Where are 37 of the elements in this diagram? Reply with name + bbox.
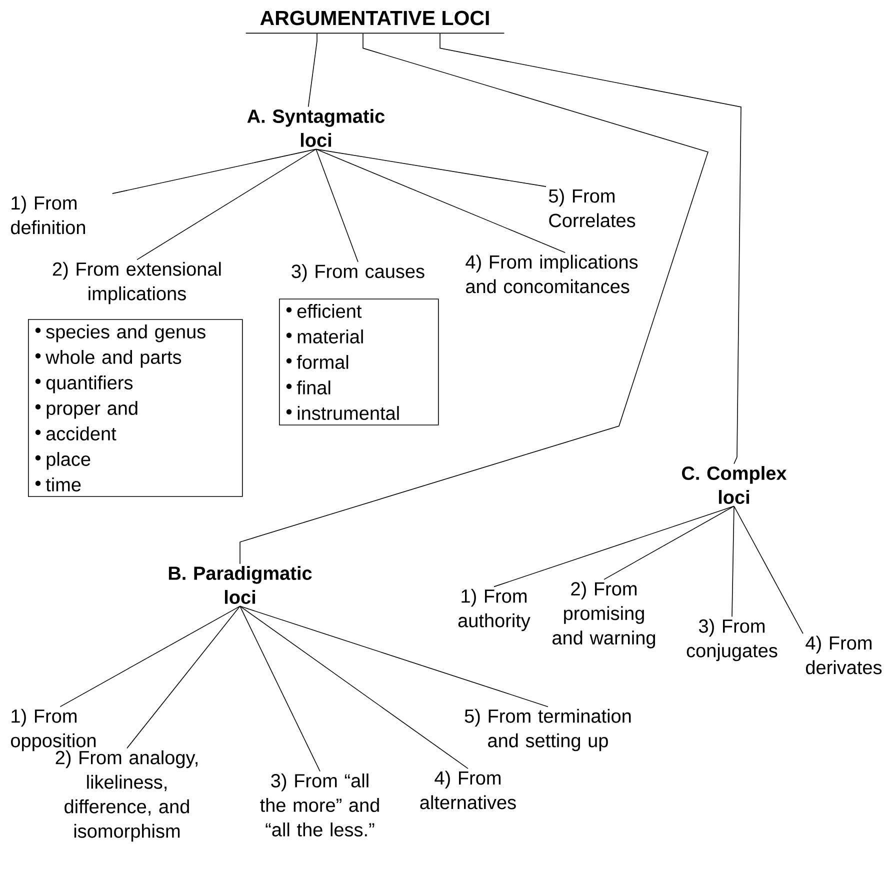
tree-line [126, 606, 240, 749]
title-text: ARGUMENTATIVE LOCI [245, 10, 505, 34]
tree-line [316, 148, 566, 253]
tree-line [240, 606, 320, 772]
tree-line [316, 148, 546, 187]
tree-line [316, 148, 358, 262]
locus-label: 2) From extensional implications [52, 262, 221, 304]
tree-line [240, 606, 468, 769]
locus-label: 1) From authority [458, 588, 530, 632]
locus-label: 4) From implications and concomitances [466, 254, 638, 294]
tree-line [240, 32, 709, 564]
tree-line [60, 606, 240, 708]
locus-label: 5) From Correlates [548, 188, 636, 228]
tree-line [440, 32, 742, 464]
tree-line [136, 148, 316, 260]
locus-label: 4) From alternatives [420, 770, 516, 810]
tree-line [494, 506, 734, 588]
tree-line [734, 506, 804, 634]
category-heading: C. Complex loci [682, 466, 787, 504]
locus-label: 1) From definition [11, 196, 85, 234]
bullet-list-box: efficient material formal final instrumental [279, 298, 439, 426]
locus-label: 4) From derivates [806, 636, 882, 674]
locus-label: 1) From opposition [11, 708, 96, 752]
locus-label: 2) From promising and warning [552, 582, 656, 648]
tree-line [308, 32, 318, 108]
locus-label: 3) From conjugates [686, 618, 778, 662]
tree-line [732, 506, 734, 618]
locus-label: 3) From “all the more” and “all the less.” [260, 774, 379, 836]
locus-label: 2) From analogy, likeliness, difference, and isomorphism [56, 750, 198, 842]
category-heading: B. Paradigmatic loci [168, 566, 312, 604]
locus-label: 5) From termination and setting up [464, 708, 631, 752]
locus-label: 3) From causes [292, 264, 424, 282]
bullet-list-box: species and genus whole and parts quantifiers proper and accident place time [28, 319, 243, 497]
tree-line [112, 148, 316, 194]
tree-line [240, 606, 548, 708]
category-heading: A. Syntagmatic loci [247, 109, 385, 147]
tree-line [604, 506, 734, 580]
